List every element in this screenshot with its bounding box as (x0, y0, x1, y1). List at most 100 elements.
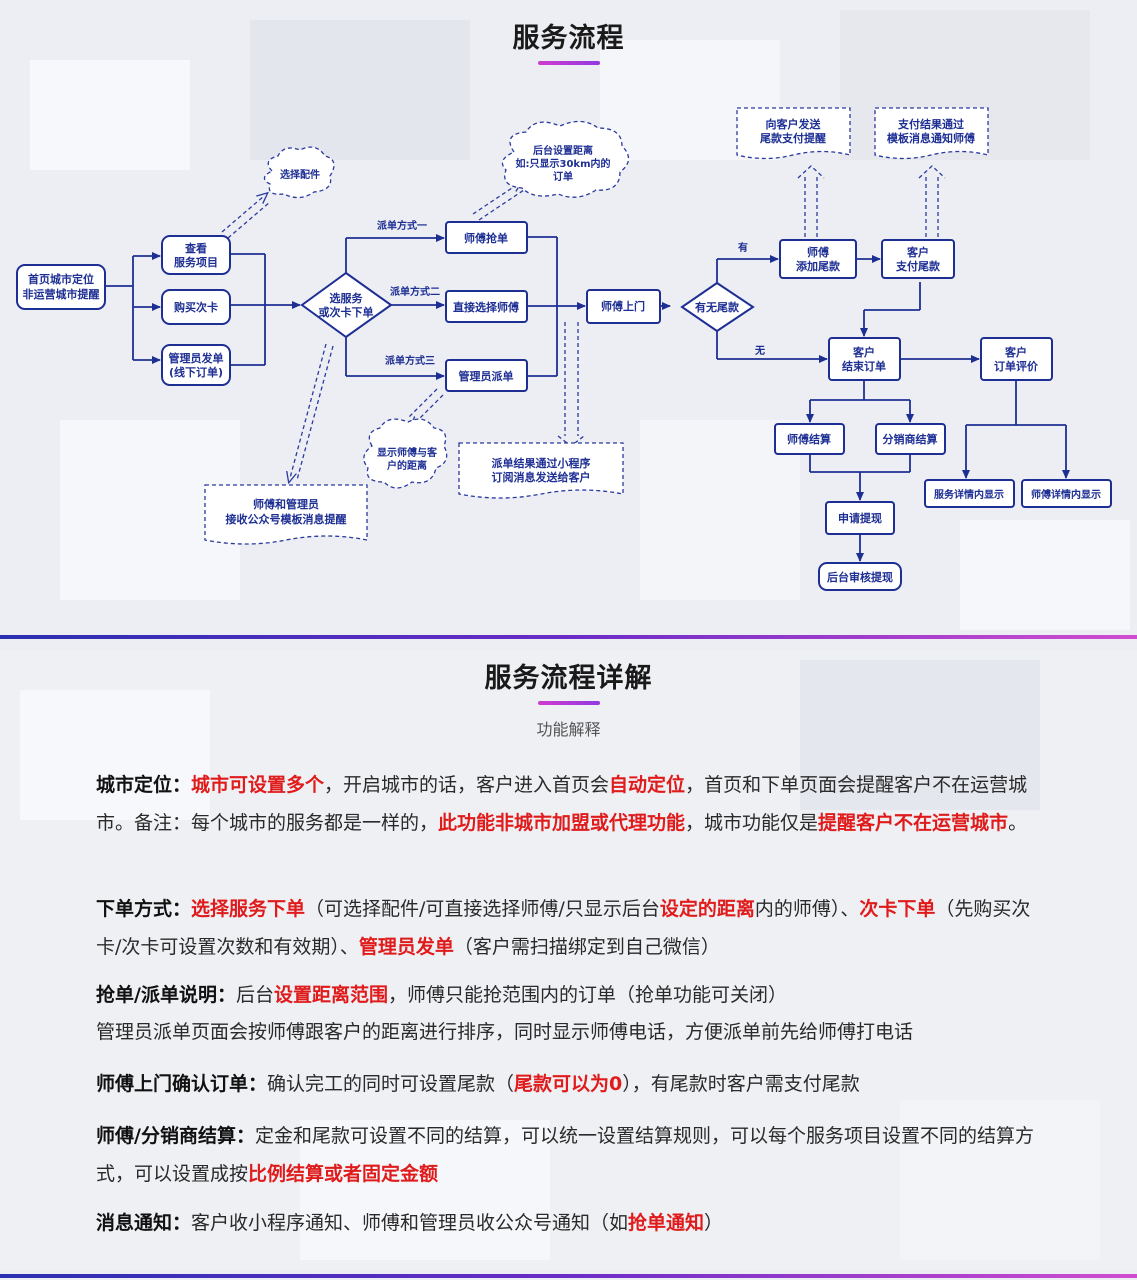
edge-label-method2: 派单方式二 (390, 285, 440, 298)
node-admin-dispatch (445, 359, 528, 392)
label-audit: 后台审核提现 (827, 570, 893, 584)
detail-label: 抢单/派单说明： (96, 984, 236, 1006)
detail-label: 师傅/分销商结算： (96, 1125, 255, 1147)
detail-text: ） (704, 1212, 724, 1234)
label-decision-1: 选服务 (330, 291, 364, 305)
node-view-service (161, 235, 231, 275)
label-add-balance-2: 添加尾款 (796, 259, 841, 273)
node-direct-pick (445, 290, 528, 323)
detail-text: （先购买次卡/次卡可设置次数和有效期）、 (96, 898, 1031, 958)
detail-highlight: 提醒客户不在运营城市 (818, 812, 1009, 834)
detail-text: ），有尾款时客户需支付尾款 (622, 1073, 860, 1095)
cloud-distance-note (501, 120, 630, 198)
label-notify-master-2: 模板消息通知师傅 (887, 131, 975, 145)
detail-highlight: 管理员发单 (358, 936, 454, 958)
detail-text: 定金和尾款可设置不同的结算，可以统一设置结算规则，可以每个服务项目设置不同的结算… (96, 1125, 1034, 1185)
label-buy-card: 购买次卡 (174, 300, 218, 314)
node-dist-settle (875, 423, 946, 455)
label-admin-order-1: 管理员发单 (169, 351, 224, 365)
detail-text: ，师傅只能抢范围内的订单（抢单功能可关闭） (387, 984, 787, 1006)
detail-grab-dispatch: 抢单/派单说明：后台设置距离范围，师傅只能抢范围内的订单（抢单功能可关闭） (96, 976, 1046, 1014)
note-notify-customer (736, 107, 851, 160)
label-distance-note-1: 后台设置距离 (533, 144, 593, 157)
node-buy-card (161, 289, 231, 325)
node-audit (818, 562, 902, 591)
node-end-order (828, 337, 901, 381)
label-master-detail: 师傅详情内显示 (1031, 488, 1101, 501)
detail-label: 消息通知： (96, 1212, 192, 1234)
node-add-balance (779, 239, 857, 279)
detail-text: ，首页和下单页面会提醒客户不在运营城市。备注：每个城市的服务都是一样的， (96, 774, 1028, 834)
label-review-1: 客户 (1004, 345, 1027, 359)
detail-highlight: 城市可设置多个 (191, 774, 325, 796)
label-notify-customer-2: 尾款支付提醒 (759, 131, 826, 145)
label-pay-balance-1: 客户 (906, 245, 929, 259)
label-balance-q: 有无尾款 (695, 300, 740, 314)
detail-text: ，城市功能仅是 (685, 812, 819, 834)
label-show-distance-1: 显示师傅与客 (377, 446, 438, 459)
label-admin-dispatch: 管理员派单 (459, 369, 514, 383)
label-grab: 师傅抢单 (464, 231, 508, 245)
detail-text: 。 (1008, 812, 1028, 834)
section-title-flow: 服务流程 (512, 23, 625, 54)
detail-label: 城市定位： (96, 774, 192, 796)
edge-label-no: 无 (754, 345, 765, 357)
label-distance-note-3: 订单 (553, 170, 573, 183)
detail-master-visit: 师傅上门确认订单：确认完工的同时可设置尾款（尾款可以为0），有尾款时客户需支付尾… (96, 1065, 1046, 1103)
label-distance-note-2: 如:只显示30km内的 (516, 157, 611, 170)
label-view-service-1: 查看 (185, 241, 207, 255)
decision-order-type (300, 271, 393, 339)
edge-label-yes: 有 (738, 241, 748, 254)
edge-label-method3: 派单方式三 (385, 354, 435, 367)
detail-label: 师傅上门确认订单： (96, 1073, 268, 1095)
section-title-detail: 服务流程详解 (484, 663, 653, 694)
node-service-detail (924, 479, 1015, 508)
label-decision-2: 或次卡下单 (319, 305, 374, 319)
node-grab-order (445, 221, 528, 254)
title-underline (538, 61, 600, 65)
label-admin-order-2: (线下订单) (169, 365, 223, 379)
detail-text: ，开启城市的话，客户进入首页会 (324, 774, 610, 796)
detail-highlight: 自动定位 (609, 774, 686, 796)
label-city-location-2: 非运营城市提醒 (23, 287, 100, 301)
label-show-distance-2: 户的距离 (386, 459, 427, 472)
note-notify-master (874, 107, 989, 160)
label-service-detail: 服务详情内显示 (934, 488, 1004, 501)
label-end-order-1: 客户 (852, 345, 875, 359)
label-view-service-2: 服务项目 (174, 255, 218, 269)
label-wechat-notice-2: 接收公众号模板消息提醒 (226, 512, 347, 526)
detail-highlight: 此功能非城市加盟或代理功能 (438, 812, 686, 834)
detail-highlight: 设定的距离 (659, 898, 755, 920)
title-underline-2 (538, 701, 600, 705)
note-wechat-notice (204, 484, 368, 545)
detail-highlight: 抢单通知 (628, 1212, 705, 1234)
detail-highlight: 尾款可以为0 (514, 1073, 623, 1095)
detail-highlight: 比例结算或者固定金额 (248, 1163, 439, 1185)
node-master-detail (1021, 479, 1112, 508)
node-admin-order (161, 344, 231, 386)
detail-notification: 消息通知：客户收小程序通知、师傅和管理员收公众号通知（如抢单通知） (96, 1204, 1046, 1242)
label-select-parts: 选择配件 (280, 168, 320, 181)
detail-highlight: 次卡下单 (859, 898, 936, 920)
node-review (980, 337, 1053, 381)
label-direct-pick: 直接选择师傅 (453, 300, 519, 314)
label-city-location-1: 首页城市定位 (28, 272, 94, 286)
cloud-select-parts (263, 146, 335, 199)
detail-city-location: 城市定位：城市可设置多个，开启城市的话，客户进入首页会自动定位，首页和下单页面会… (96, 766, 1046, 842)
node-withdraw (825, 501, 895, 535)
note-mini-notice (458, 442, 624, 499)
detail-text: 客户收小程序通知、师傅和管理员收公众号通知（如 (191, 1212, 629, 1234)
label-review-2: 订单评价 (994, 359, 1039, 373)
label-wechat-notice-1: 师傅和管理员 (253, 497, 319, 511)
node-pay-balance (881, 239, 955, 279)
node-master-visit (586, 289, 661, 324)
detail-text: 后台 (235, 984, 274, 1006)
node-master-settle (774, 423, 845, 455)
detail-highlight: 选择服务下单 (191, 898, 306, 920)
detail-admin-dispatch: 管理员派单页面会按师傅跟客户的距离进行排序，同时显示师傅电话，方便派单前先给师傅… (96, 1013, 1046, 1051)
service-flowchart: 首页城市定位 非运营城市提醒 查看 服务项目 购买次卡 管理员发单 (线下订单)… (16, 107, 1112, 591)
label-dist-settle: 分销商结算 (883, 432, 938, 446)
label-mini-notice-1: 派单结果通过小程序 (492, 456, 591, 470)
detail-highlight: 设置距离范围 (273, 984, 388, 1006)
